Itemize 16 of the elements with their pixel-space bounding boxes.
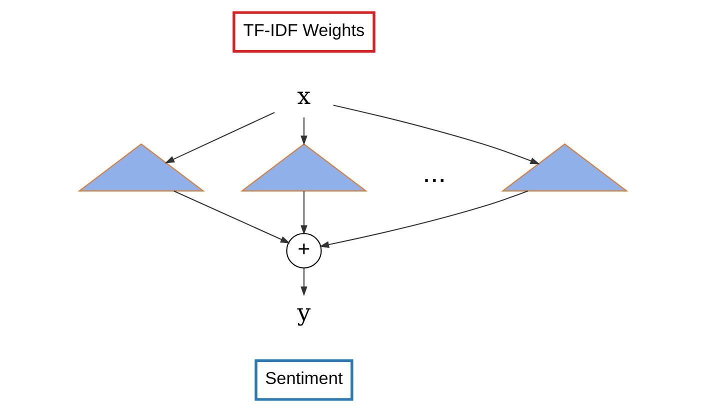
node-tree [77,143,204,192]
node-circle: + [286,232,322,268]
arrow [173,190,290,244]
arrow [300,191,307,235]
node-tree [500,143,628,192]
node-text: x [296,82,310,110]
node-tree [240,143,368,192]
node-box: Sentiment [254,359,353,401]
label: ... [422,157,446,188]
arrow [164,112,274,164]
node-box: TF-IDF Weights [232,11,375,53]
arrow [318,190,528,248]
node-text: y [296,298,310,326]
arrow [300,268,307,296]
arrow [300,117,307,146]
arrow [332,104,540,164]
